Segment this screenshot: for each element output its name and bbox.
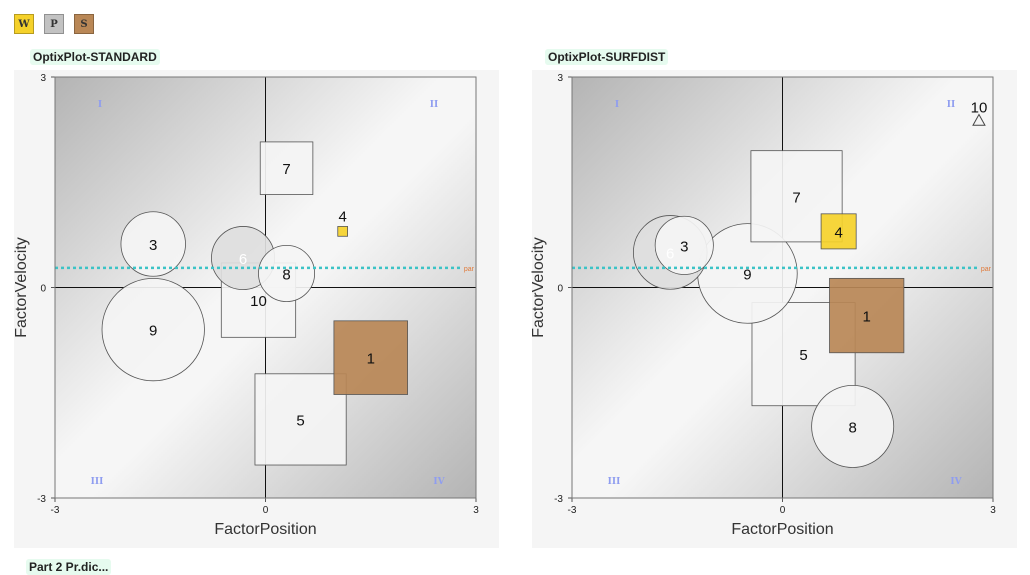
quadrant-label: I [98,100,102,110]
point-label: 5 [296,412,304,429]
legend-item-s[interactable]: S [74,14,94,34]
point-label: 7 [282,161,290,178]
legend: W P S [14,14,94,34]
point-label: 9 [149,323,157,340]
point-label: 3 [149,237,157,254]
quadrant-label: IV [433,477,445,487]
y-axis-label: FactorVelocity [13,237,30,337]
x-tick-label: 0 [263,505,269,516]
chart-title-standard: OptixPlot-STANDARD [30,49,160,65]
quadrant-label: II [947,100,955,110]
point-7 [259,141,314,195]
point-label: 3 [680,238,688,255]
point-4 [820,213,857,250]
point-5 [254,373,347,466]
point-9 [101,277,205,382]
x-tick-label: 3 [990,505,996,516]
point-1 [333,320,408,395]
point-label: 6 [239,251,247,268]
point-8 [258,245,316,302]
quadrant-label: IV [950,477,962,487]
point-label: 1 [863,309,871,326]
point-3 [654,215,714,275]
y-tick-label: -3 [37,494,46,505]
y-tick-label: 3 [40,73,46,84]
plot-frame [54,76,477,499]
point-label: 7 [792,189,800,206]
x-axis-label: FactorPosition [214,521,316,538]
point-10 [972,113,986,126]
point-8 [811,384,895,468]
legend-item-w[interactable]: W [14,14,34,34]
quadrant-label: III [608,477,621,487]
point-3 [120,211,186,277]
point-4 [337,226,348,237]
legend-item-p[interactable]: P [44,14,64,34]
point-label: 5 [799,347,807,364]
point-label: 4 [834,224,842,241]
y-axis-label: FactorVelocity [530,237,547,337]
y-tick-label: 0 [557,284,563,295]
point-label: 4 [339,208,347,225]
point-label: 1 [367,351,375,368]
chart-title-surfdist: OptixPlot-SURFDIST [545,49,669,65]
quadrant-label: II [430,100,438,110]
point-label: 8 [848,419,856,436]
y-tick-label: -3 [554,494,563,505]
x-tick-label: 0 [780,505,786,516]
x-tick-label: -3 [568,505,577,516]
point-label: 6 [666,245,674,262]
x-axis-label: FactorPosition [731,521,833,538]
point-1 [829,277,905,354]
section-title-bottom: Part 2 Pr.dic... [26,559,112,575]
y-tick-label: 0 [40,284,46,295]
point-label: 8 [282,266,290,283]
point-label: 10 [250,293,267,310]
point-label: 9 [743,266,751,283]
quadrant-label: I [615,100,619,110]
quadrant-label: III [91,477,104,487]
par-line-label: par [981,266,992,273]
x-tick-label: -3 [51,505,60,516]
point-label: 10 [971,100,988,117]
par-line-label: par [464,266,475,273]
x-tick-label: 3 [473,505,479,516]
plot-frame [571,76,994,499]
y-tick-label: 3 [557,73,563,84]
